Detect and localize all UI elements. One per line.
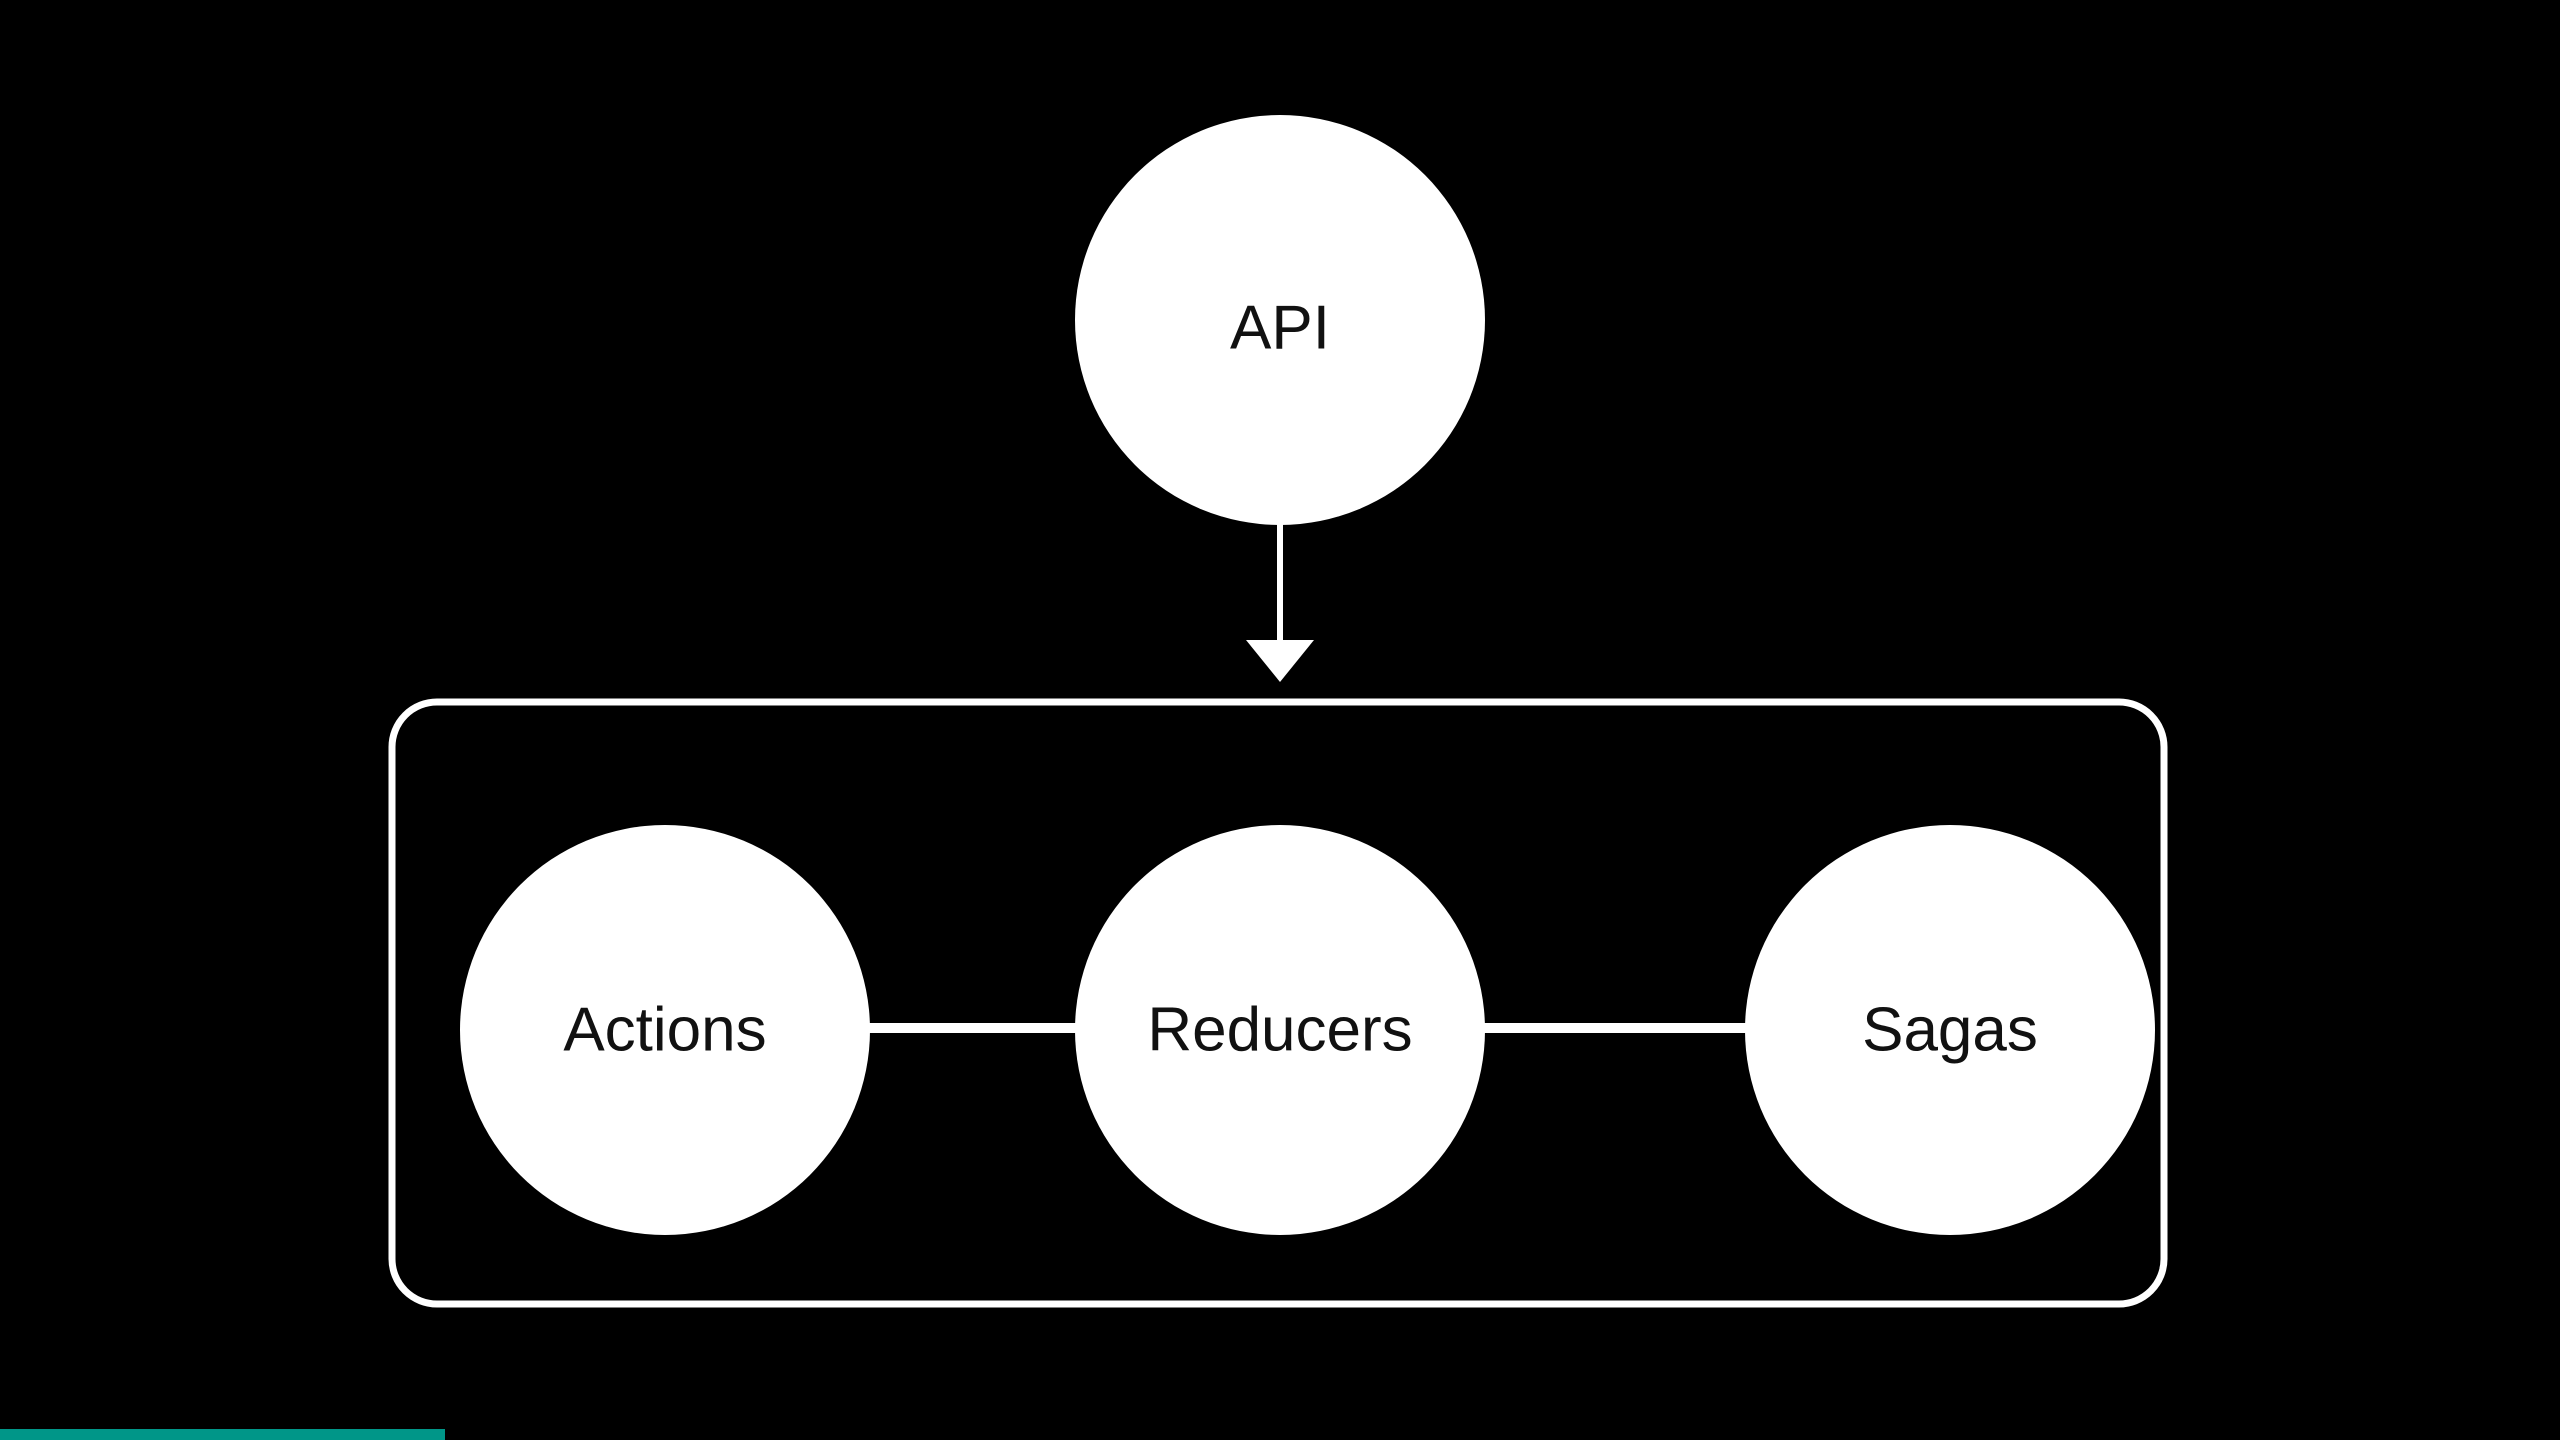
- node-actions-label: Actions: [563, 995, 766, 1064]
- node-reducers[interactable]: Reducers: [1075, 825, 1485, 1235]
- node-api[interactable]: API: [1075, 115, 1485, 525]
- node-reducers-label: Reducers: [1147, 995, 1412, 1064]
- node-actions[interactable]: Actions: [460, 825, 870, 1235]
- node-actions-circle[interactable]: [460, 825, 870, 1235]
- node-sagas[interactable]: Sagas: [1745, 825, 2155, 1235]
- node-sagas-label: Sagas: [1862, 995, 2038, 1064]
- arrow-head-icon: [1246, 640, 1314, 682]
- node-sagas-circle[interactable]: [1745, 825, 2155, 1235]
- group-frame-store[interactable]: [388, 698, 2168, 1308]
- node-reducers-circle[interactable]: [1075, 825, 1485, 1235]
- node-api-circle[interactable]: [1075, 115, 1485, 525]
- node-api-label: API: [1230, 293, 1330, 362]
- progress-bar: [0, 1429, 445, 1440]
- edge-api-to-store: [1246, 520, 1314, 682]
